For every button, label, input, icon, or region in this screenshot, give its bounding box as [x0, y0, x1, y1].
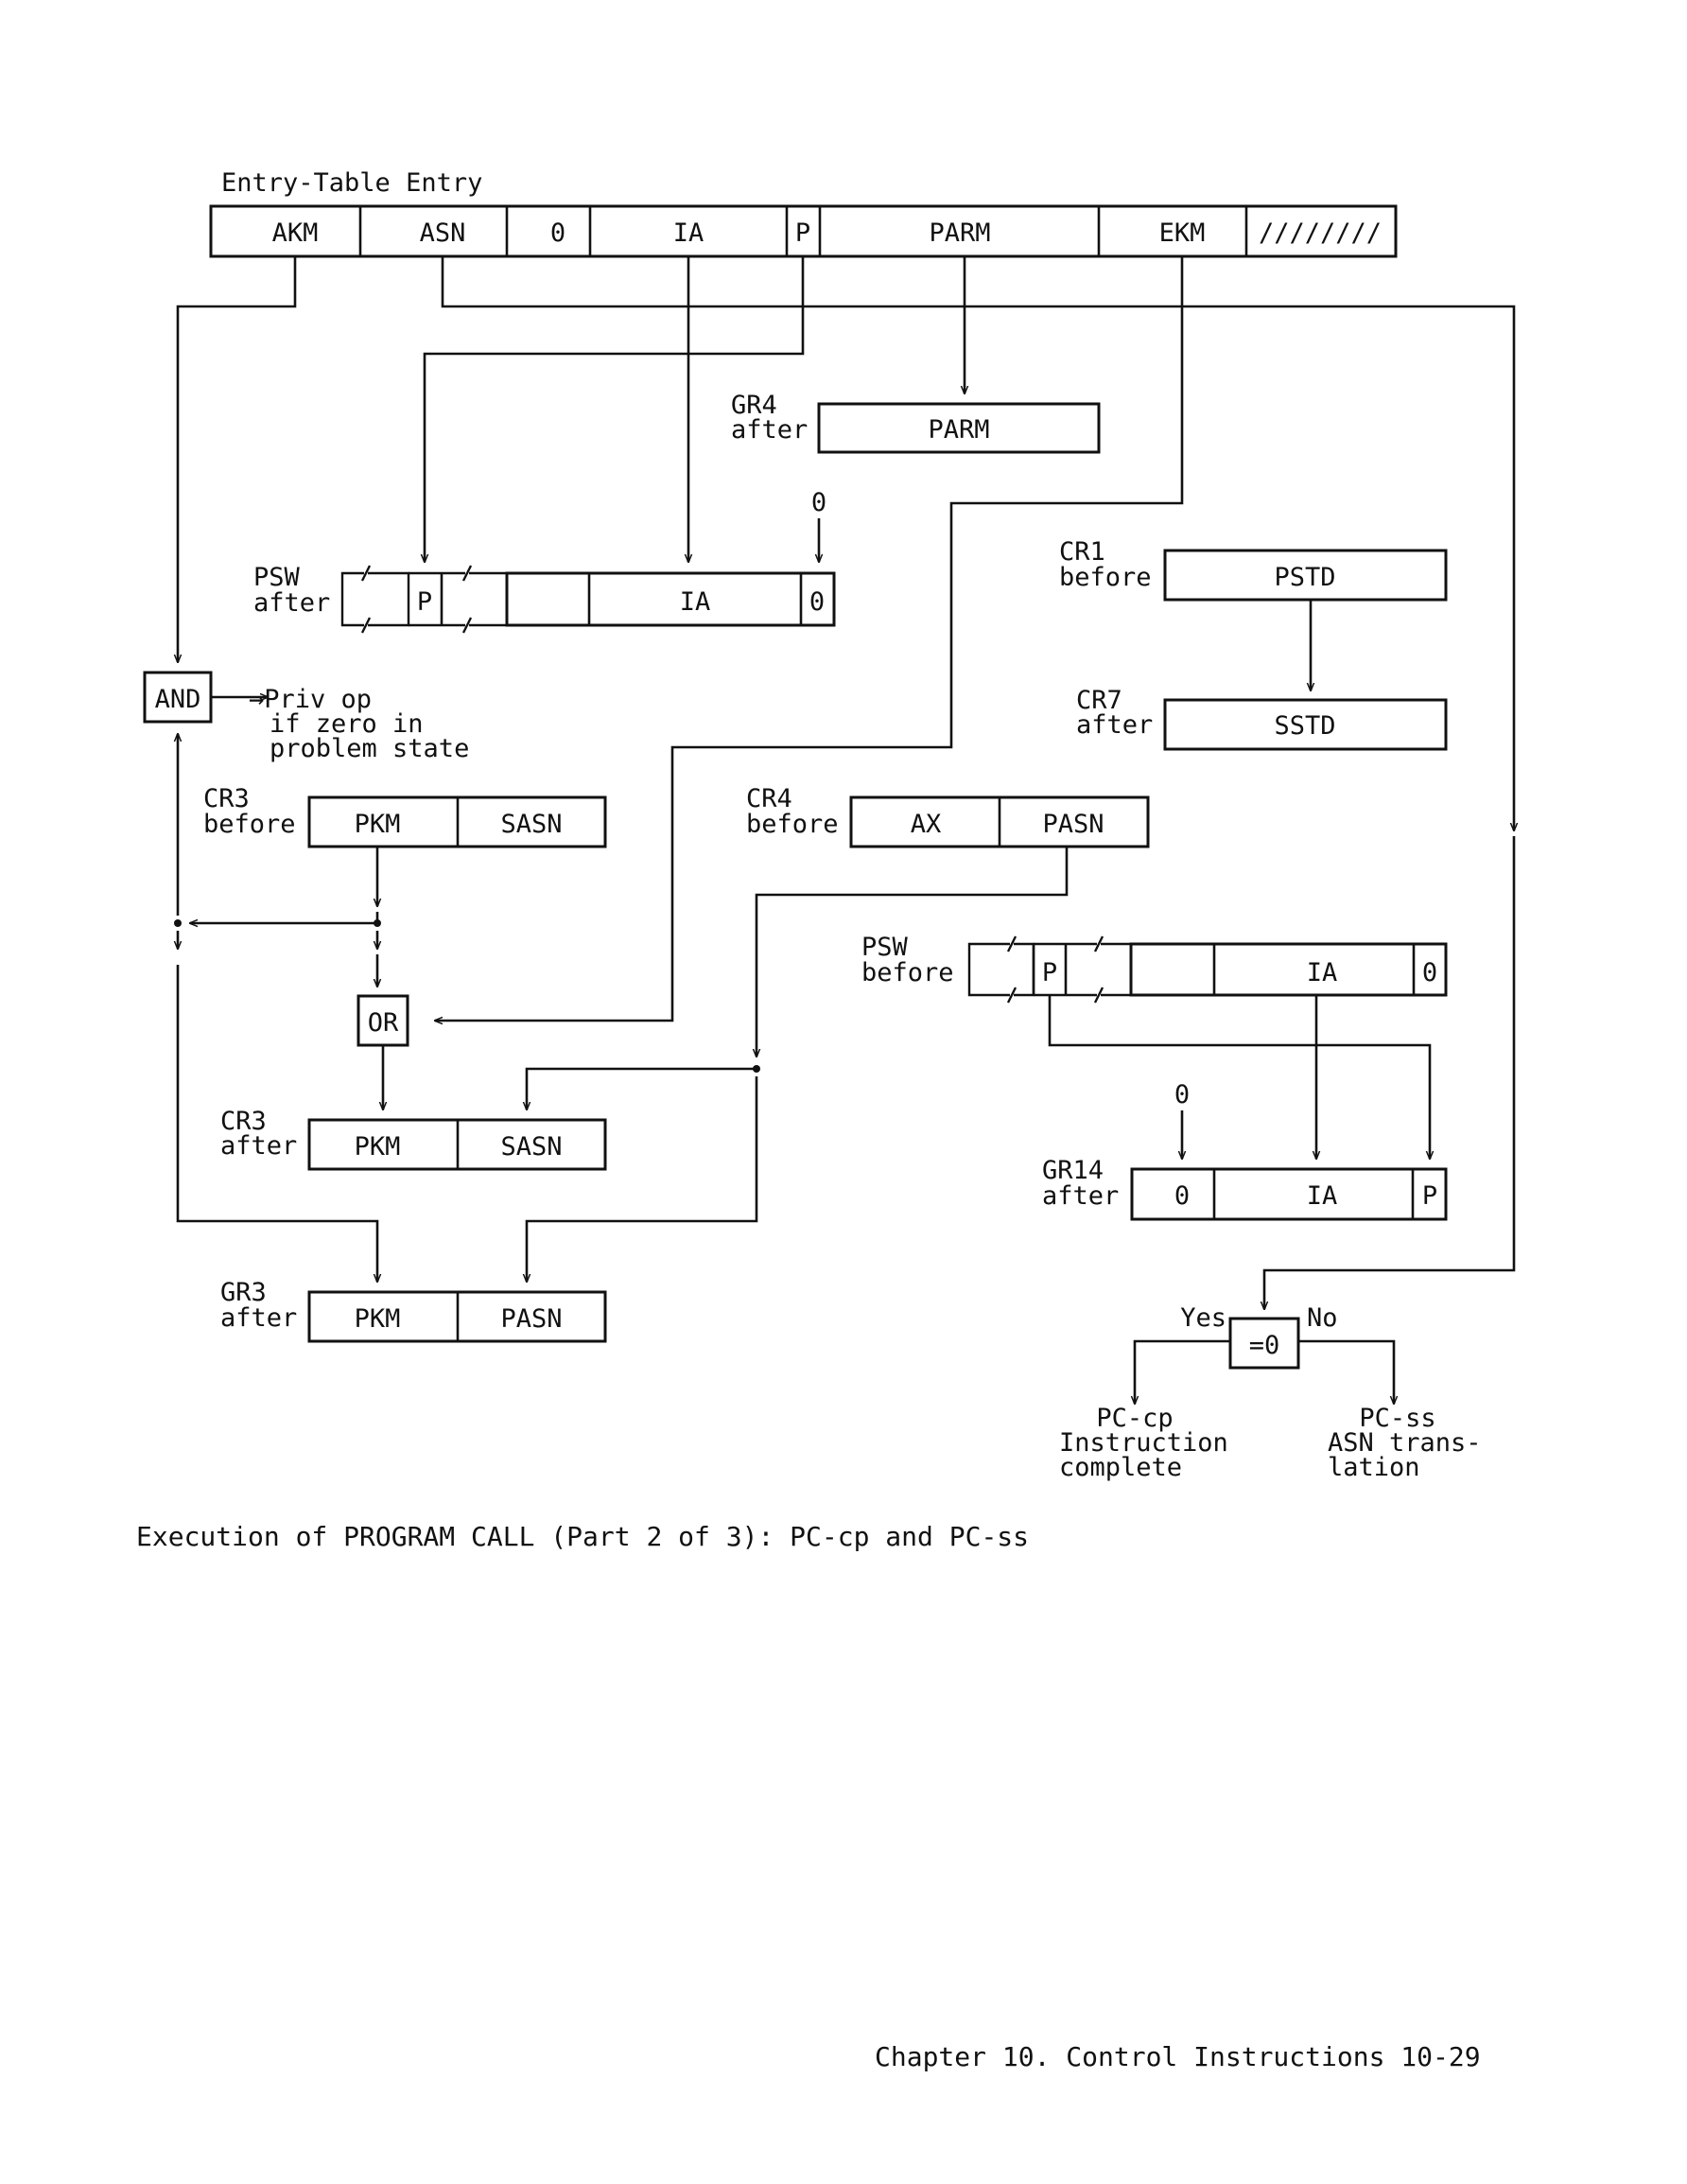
- priv-op-note-line-2: if zero in: [270, 709, 424, 739]
- psw-after-label-1: PSW: [253, 563, 301, 592]
- psw-before-label-2: before: [861, 958, 954, 987]
- cr3-before-field-pkm: PKM: [355, 810, 401, 839]
- zero-input-psw: 0: [811, 488, 826, 517]
- entry-field-p: P: [795, 218, 810, 248]
- entry-field-ekm: EKM: [1159, 218, 1206, 248]
- connector-akm-to-and: [178, 256, 297, 662]
- psw-after-field-p: P: [417, 587, 432, 617]
- and-box: AND: [143, 671, 213, 724]
- gr14-after-register: 0 IA P: [1130, 1167, 1448, 1221]
- zero-input-gr14: 0: [1174, 1080, 1190, 1109]
- outcome-yes-line-3: complete: [1059, 1453, 1182, 1482]
- psw-before-register: P IA 0: [967, 935, 1448, 1004]
- cr4-before-label-2: before: [746, 810, 839, 839]
- cr1-before-label-2: before: [1059, 563, 1152, 592]
- psw-before-field-zero: 0: [1422, 958, 1437, 987]
- svg-text:AND: AND: [155, 685, 201, 714]
- entry-field-ia: IA: [673, 218, 704, 248]
- outcome-no-line-2: ASN trans-: [1328, 1428, 1482, 1458]
- psw-after-label-2: after: [253, 588, 330, 618]
- cr3-before-register: PKM SASN: [307, 795, 607, 848]
- cr1-field-pstd: PSTD: [1274, 563, 1335, 592]
- svg-text:OR: OR: [368, 1008, 399, 1038]
- cr1-before-label-1: CR1: [1059, 537, 1105, 567]
- gr3-after-field-pasn: PASN: [500, 1304, 562, 1334]
- connector-ekm-to-or: [435, 256, 1184, 1021]
- cr7-field-sstd: SSTD: [1274, 711, 1335, 741]
- entry-field-akm: AKM: [272, 218, 319, 248]
- gr3-after-field-pkm: PKM: [355, 1304, 401, 1334]
- psw-before-field-ia: IA: [1307, 958, 1338, 987]
- gr14-field-p: P: [1422, 1181, 1437, 1211]
- outcome-yes-line-2: Instruction: [1059, 1428, 1228, 1458]
- cr3-before-label-2: before: [203, 810, 296, 839]
- cr3-after-label-1: CR3: [220, 1107, 267, 1136]
- yes-label: Yes: [1180, 1303, 1226, 1333]
- entry-table-entry: AKM ASN 0 IA P PARM EKM ////////: [209, 204, 1398, 258]
- cr3-before-label-1: CR3: [203, 784, 250, 813]
- zero-test-box: =0: [1228, 1317, 1300, 1370]
- connector-pasn-to-cr3-sasn: [527, 1067, 757, 1109]
- cr3-after-register: PKM SASN: [307, 1118, 607, 1171]
- psw-after-field-zero: 0: [809, 587, 825, 617]
- cr7-after-label-2: after: [1076, 710, 1153, 740]
- figure-caption: Execution of PROGRAM CALL (Part 2 of 3):…: [136, 1521, 1029, 1552]
- psw-after-field-ia: IA: [680, 587, 711, 617]
- outcome-yes-line-1: PC-cp: [1096, 1404, 1173, 1433]
- connector-no: [1298, 1339, 1394, 1404]
- gr14-after-label-2: after: [1042, 1181, 1119, 1211]
- gr4-after-label-1: GR4: [731, 391, 777, 420]
- cr4-before-register: AX PASN: [849, 795, 1150, 848]
- cr4-before-field-ax: AX: [911, 810, 942, 839]
- priv-op-note-line-3: problem state: [270, 734, 469, 763]
- page-footer: Chapter 10. Control Instructions 10-29: [875, 2041, 1481, 2072]
- svg-text:=0: =0: [1249, 1331, 1280, 1360]
- gr3-after-label-2: after: [220, 1303, 297, 1333]
- connector-asn-to-test: [441, 256, 1514, 830]
- psw-after-register: P IA 0: [340, 565, 836, 634]
- outcome-no-line-3: lation: [1328, 1453, 1420, 1482]
- connectors: [174, 256, 1514, 1404]
- gr4-field-parm: PARM: [928, 415, 989, 445]
- priv-op-note-line-1: →Priv op: [249, 685, 372, 714]
- gr14-field-zero: 0: [1174, 1181, 1190, 1211]
- gr4-after-register: PARM: [817, 402, 1101, 454]
- entry-field-zero: 0: [550, 218, 565, 248]
- entry-table-title: Entry-Table Entry: [221, 168, 482, 198]
- connector-psw-p-to-gr14: [1048, 995, 1430, 1159]
- cr3-after-field-pkm: PKM: [355, 1132, 401, 1162]
- connector-cr4-pasn: [757, 847, 1069, 1057]
- gr3-after-register: PKM PASN: [307, 1290, 607, 1343]
- or-box: OR: [357, 994, 409, 1047]
- outcome-no-line-1: PC-ss: [1359, 1404, 1435, 1433]
- entry-field-parm: PARM: [929, 218, 990, 248]
- cr4-before-label-1: CR4: [746, 784, 792, 813]
- entry-field-reserved: ////////: [1259, 218, 1382, 248]
- cr1-before-register: PSTD: [1163, 549, 1448, 602]
- connector-pasn-to-gr3: [527, 1076, 758, 1282]
- cr7-after-register: SSTD: [1163, 698, 1448, 751]
- gr4-after-label-2: after: [731, 415, 808, 445]
- gr3-after-label-1: GR3: [220, 1278, 267, 1307]
- entry-field-asn: ASN: [420, 218, 466, 248]
- cr4-before-field-pasn: PASN: [1042, 810, 1104, 839]
- cr3-before-field-sasn: SASN: [500, 810, 562, 839]
- cr7-after-label-1: CR7: [1076, 686, 1122, 715]
- connector-yes: [1135, 1339, 1230, 1404]
- connector-p-to-psw: [425, 256, 805, 562]
- psw-before-label-1: PSW: [861, 933, 909, 962]
- connector-asn-to-test-2: [1264, 836, 1516, 1309]
- no-label: No: [1307, 1303, 1338, 1333]
- cr3-after-label-2: after: [220, 1131, 297, 1161]
- cr3-after-field-sasn: SASN: [500, 1132, 562, 1162]
- gr14-after-label-1: GR14: [1042, 1156, 1104, 1185]
- psw-before-field-p: P: [1042, 958, 1057, 987]
- gr14-field-ia: IA: [1307, 1181, 1338, 1211]
